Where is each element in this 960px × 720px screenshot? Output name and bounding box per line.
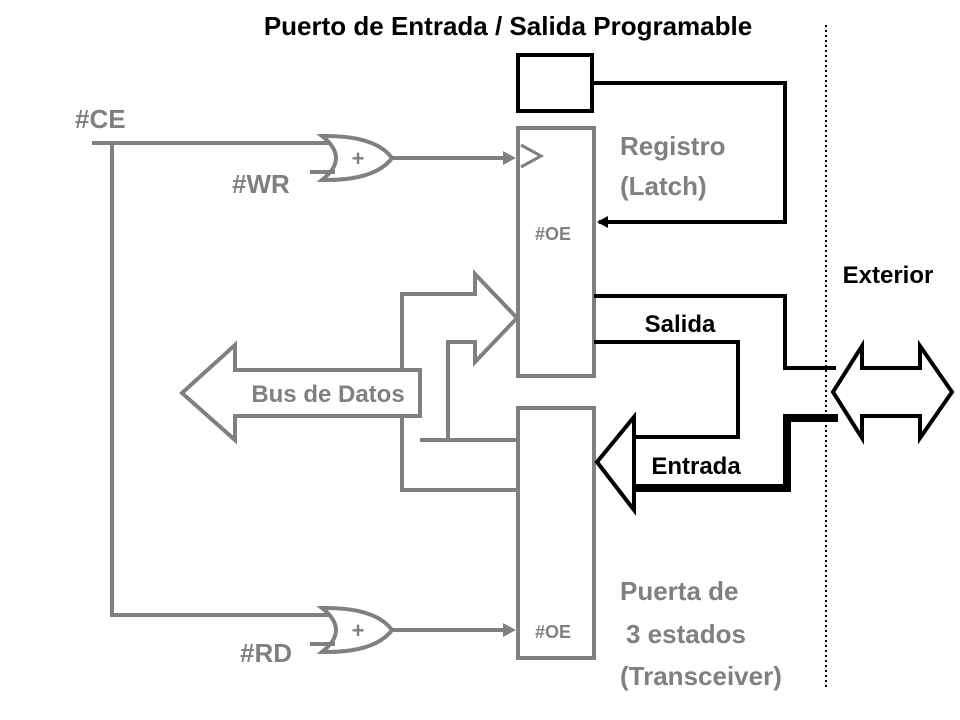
rd-gate-symbol: + bbox=[352, 618, 365, 643]
register-block bbox=[516, 126, 596, 378]
data-bus-arrow bbox=[179, 340, 422, 445]
rd-signal-label: #RD bbox=[240, 638, 292, 668]
transceiver-name-line2: 3 estados bbox=[626, 619, 746, 649]
diagram-title: Puerto de Entrada / Salida Programable bbox=[264, 11, 752, 41]
register-oe-label: #OE bbox=[535, 224, 571, 244]
output-wire bbox=[594, 294, 836, 370]
register-clock-symbol bbox=[520, 143, 545, 169]
latch-feedback-box bbox=[516, 53, 594, 113]
register-name-line1: Registro bbox=[620, 131, 725, 161]
register-name-line2: (Latch) bbox=[620, 171, 707, 201]
wr-or-gate bbox=[316, 133, 395, 183]
wr-output-arrowhead bbox=[503, 151, 516, 165]
rd-or-gate bbox=[316, 605, 395, 655]
data-bus-label: Bus de Datos bbox=[251, 381, 404, 408]
exterior-bidirectional-arrow bbox=[830, 339, 955, 445]
transceiver-name-line1: Puerta de bbox=[620, 576, 739, 606]
latch-feedback-wire bbox=[592, 81, 787, 224]
ce-to-rd-gate-wire bbox=[110, 143, 338, 617]
register-to-input-wire bbox=[594, 340, 740, 439]
wr-gate-symbol: + bbox=[352, 146, 365, 171]
wr-signal-label: #WR bbox=[232, 169, 290, 199]
output-label: Salida bbox=[645, 311, 716, 338]
input-label: Entrada bbox=[651, 453, 741, 480]
transceiver-name-line3: (Transceiver) bbox=[620, 661, 782, 691]
transceiver-oe-label: #OE bbox=[535, 622, 571, 642]
transceiver-block bbox=[516, 406, 596, 660]
ce-signal-label: #CE bbox=[75, 104, 126, 134]
latch-feedback-arrowhead bbox=[597, 216, 608, 228]
bus-to-register-path bbox=[400, 269, 520, 442]
exterior-label: Exterior bbox=[843, 262, 934, 289]
transceiver-to-bus-path bbox=[400, 416, 518, 492]
rd-output-arrowhead bbox=[503, 623, 516, 637]
input-arrow bbox=[594, 411, 838, 516]
